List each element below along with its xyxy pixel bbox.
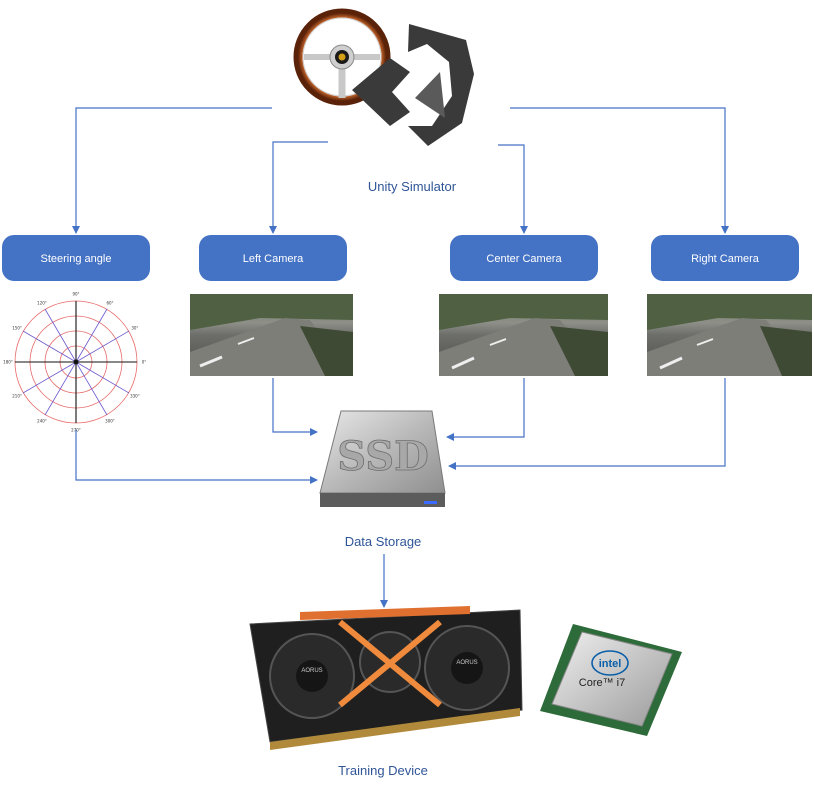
polar-tick-label: 90° [72,292,79,297]
data-storage-label: Data Storage [345,534,422,549]
connectors [72,107,729,608]
right-camera-image [647,294,812,376]
steering-wheel-icon [293,8,391,106]
node-right-camera-label: Right Camera [691,253,760,265]
arrow-left-to-storage [272,378,318,436]
arrow-steering-to-storage [75,430,318,484]
polar-tick-label: 120° [37,301,47,306]
ssd-label: SSD [337,433,429,480]
node-left-camera-label: Left Camera [243,253,304,265]
node-right-camera: Right Camera [651,235,799,281]
cpu-icon: intel Core™ i7 [540,624,682,736]
polar-tick-label: 0° [142,360,147,365]
polar-tick-label: 30° [131,326,138,331]
node-left-camera: Left Camera [199,235,347,281]
polar-tick-label: 300° [105,418,115,423]
cpu-brand-label: intel [599,658,622,670]
polar-tick-label: 240° [37,418,47,423]
gpu-brand-label-right: AORUS [456,660,477,666]
arrow-sim-to-steering [72,107,272,234]
cpu-model-label: Core™ i7 [579,677,625,689]
gpu-icon: AORUS AORUS [249,606,523,750]
node-steering-angle: Steering angle [2,235,150,281]
node-steering-angle-label: Steering angle [41,253,112,265]
polar-tick-labels: 90° 60° 30° 0° 330° 300° 270° 240° 210° 180° 150° 1… [3,292,146,433]
left-camera-image [190,294,353,376]
node-center-camera-label: Center Camera [486,253,562,265]
ssd-icon: SSD [319,410,446,507]
arrow-sim-to-center-camera [498,144,528,234]
polar-tick-label: 150° [12,326,22,331]
arrow-sim-to-left-camera [269,141,328,234]
gpu-brand-label-left: AORUS [301,668,322,674]
polar-tick-label: 180° [3,360,13,365]
arrow-center-to-storage [446,378,525,441]
arrow-sim-to-right-camera [510,107,729,234]
training-device-label: Training Device [338,763,428,778]
polar-tick-label: 210° [12,394,22,399]
polar-tick-label: 330° [130,394,140,399]
unity-logo-icon [352,24,474,146]
steering-polar-plot: 90° 60° 30° 0° 330° 300° 270° 240° 210° 180° 150° 1… [3,292,146,433]
polar-tick-label: 270° [71,428,81,433]
arrow-right-to-storage [448,378,726,470]
polar-tick-label: 60° [106,301,113,306]
unity-simulator-label: Unity Simulator [368,179,457,194]
center-camera-image [439,294,608,376]
node-center-camera: Center Camera [450,235,598,281]
unity-simulator-icon [293,8,474,146]
